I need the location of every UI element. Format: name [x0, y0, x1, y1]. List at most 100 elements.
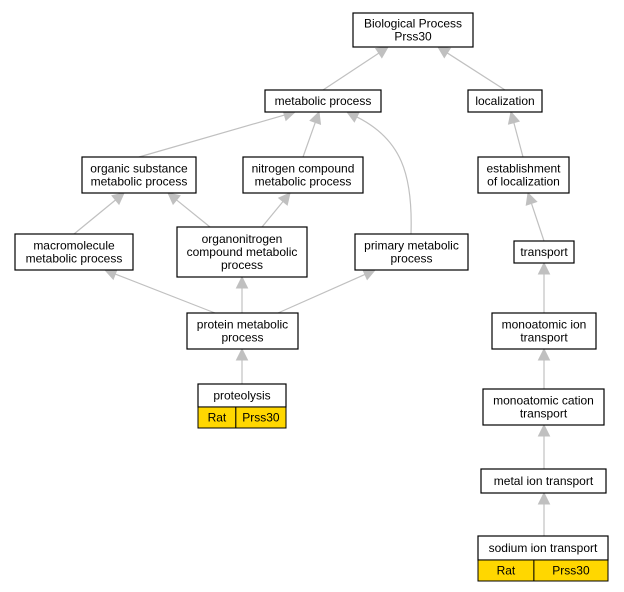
- node-label: localization: [475, 94, 534, 108]
- species-label: Rat: [497, 564, 516, 578]
- node-box: [482, 388, 605, 426]
- edge-line: [115, 273, 216, 314]
- node-box: [354, 233, 469, 271]
- edge-protein-metabolic-to-organonitrogen: [235, 275, 249, 313]
- node-box: [242, 156, 364, 194]
- node-label: monoatomic cation: [493, 394, 594, 408]
- node-label: metal ion transport: [494, 474, 594, 488]
- edge-localization-to-bp: [437, 46, 506, 91]
- arrowhead-icon: [537, 347, 551, 361]
- edge-sodium-ion-to-metal-ion: [537, 491, 551, 536]
- node-label: nitrogen compound: [252, 162, 355, 176]
- node-box: [81, 156, 197, 194]
- node-label: metabolic process: [255, 175, 352, 189]
- edge-monoatomic-ion-to-transport: [537, 261, 551, 313]
- arrowhead-icon: [111, 192, 125, 206]
- annotation-row: Rat Prss30: [197, 406, 287, 429]
- edge-monoatomic-cation-to-monoatomic-ion: [537, 347, 551, 389]
- edge-metal-ion-to-monoatomic-cation: [537, 423, 551, 469]
- edge-organonitrogen-to-nitrogen-compound: [261, 192, 291, 228]
- gene-label: Prss30: [242, 411, 280, 425]
- edge-line: [530, 203, 545, 242]
- node-metal-ion[interactable]: metal ion transport: [480, 468, 607, 494]
- node-label: organonitrogen: [202, 232, 283, 246]
- node-label: process: [390, 252, 432, 266]
- gene-cell: [533, 559, 609, 582]
- arrowhead-icon: [167, 192, 181, 206]
- arrowhead-icon: [537, 491, 551, 505]
- edges: [73, 46, 551, 536]
- edge-line: [446, 52, 506, 91]
- node-box: [186, 312, 299, 350]
- node-localization[interactable]: localization: [467, 89, 543, 113]
- arrowhead-icon: [235, 275, 249, 289]
- node-label: of localization: [487, 175, 560, 189]
- edge-line: [176, 199, 211, 228]
- node-box: [480, 468, 607, 494]
- edge-organic-substance-to-metabolic: [138, 109, 297, 158]
- node-label: establishment: [486, 162, 561, 176]
- species-label: Rat: [208, 411, 227, 425]
- edge-proteolysis-to-protein-metabolic: [235, 347, 249, 384]
- edge-organonitrogen-to-organic-substance: [167, 192, 211, 228]
- node-label: primary metabolic: [364, 239, 459, 253]
- node-box: [176, 226, 308, 278]
- arrowhead-icon: [361, 268, 377, 281]
- node-label: Biological Process: [364, 17, 462, 31]
- node-box: [513, 240, 575, 264]
- node-label: Prss30: [394, 30, 432, 44]
- arrowhead-icon: [537, 423, 551, 437]
- gene-cell: [235, 406, 287, 429]
- arrowhead-icon: [309, 110, 322, 125]
- node-label: proteolysis: [213, 389, 270, 403]
- node-box: [477, 156, 570, 194]
- arrowhead-icon: [235, 347, 249, 361]
- node-label: transport: [520, 331, 568, 345]
- arrowhead-icon: [525, 191, 538, 206]
- arrowhead-icon: [277, 192, 291, 206]
- node-label: process: [221, 258, 263, 272]
- gene-label: Prss30: [552, 564, 590, 578]
- edge-nitrogen-compound-to-metabolic: [302, 110, 322, 158]
- node-box: [352, 12, 474, 48]
- node-label: sodium ion transport: [489, 541, 598, 555]
- node-label: transport: [520, 245, 568, 259]
- node-label: organic substance: [90, 162, 188, 176]
- edge-line: [277, 273, 366, 314]
- edge-line: [356, 116, 412, 235]
- node-label: metabolic process: [26, 252, 123, 266]
- node-label: monoatomic ion: [502, 318, 587, 332]
- node-label: metabolic process: [91, 175, 188, 189]
- arrowhead-icon: [437, 46, 452, 59]
- edge-line: [261, 201, 284, 228]
- node-label: metabolic process: [275, 94, 372, 108]
- edge-line: [73, 199, 116, 235]
- edge-line: [322, 52, 380, 91]
- edge-establishment-to-localization: [507, 110, 524, 158]
- edge-line: [513, 122, 524, 158]
- node-metabolic[interactable]: metabolic process: [264, 89, 382, 113]
- arrowhead-icon: [374, 46, 389, 59]
- arrowhead-icon: [507, 110, 521, 125]
- node-box: [491, 312, 597, 350]
- edge-line: [138, 114, 285, 158]
- edge-metabolic-to-bp: [322, 46, 389, 91]
- node-box: [14, 233, 134, 271]
- node-transport[interactable]: transport: [513, 240, 575, 264]
- annotation-row: Rat Prss30: [477, 559, 609, 582]
- node-label: protein metabolic: [197, 318, 288, 332]
